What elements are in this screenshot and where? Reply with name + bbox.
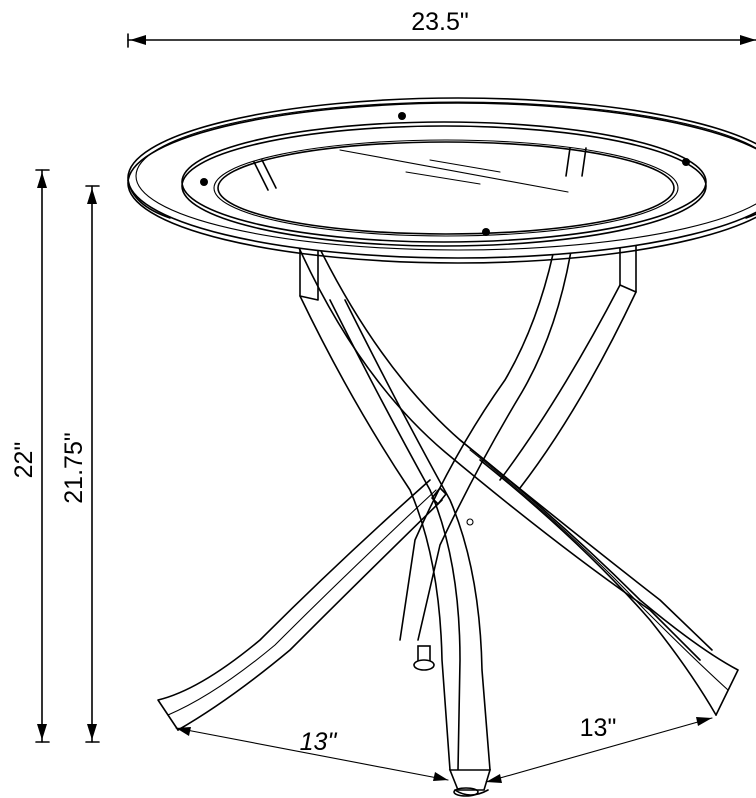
inner-height-label: 21.75" [60,432,88,503]
overall-height-dimension: 22" [10,169,50,743]
glass-tabletop [127,97,756,264]
base-right-dimension: 13" [485,714,713,783]
inner-height-dimension: 21.75" [60,185,100,743]
base-left-label: 13" [300,728,338,756]
top-width-label: 23.5" [411,8,469,36]
base-right-label: 13" [580,714,617,742]
overall-height-label: 22" [10,442,38,479]
legs-through-glass [253,147,587,191]
table-legs [157,147,739,797]
base-left-dimension: 13" [175,727,449,781]
top-width-dimension: 23.5" [127,8,756,48]
